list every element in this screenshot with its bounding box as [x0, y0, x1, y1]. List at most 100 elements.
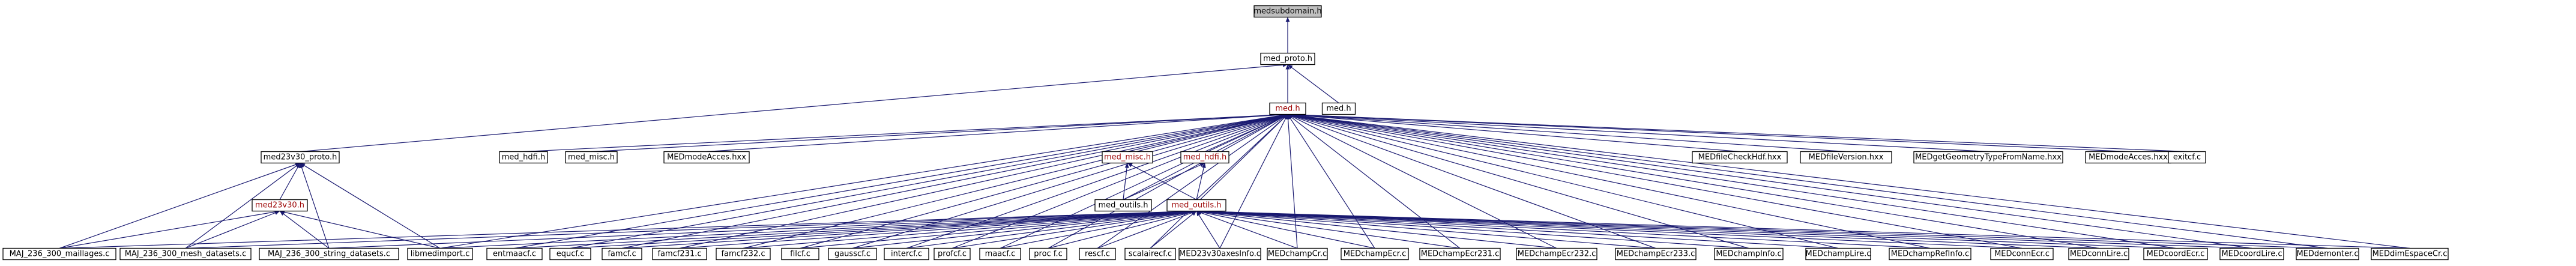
node-box	[259, 247, 399, 261]
node-med-outils-h[interactable]: med_outils.h	[1166, 199, 1226, 212]
node-exitcf-c[interactable]: exitcf.c	[2168, 151, 2206, 164]
node-intercf-c[interactable]: intercf.c	[884, 247, 929, 261]
node-MAJ-236-300-mesh-datasets-c[interactable]: MAJ_236_300_mesh_datasets.c	[119, 247, 252, 261]
node-MEDfileVersion-hxx[interactable]: MEDfileVersion.hxx	[1800, 151, 1892, 164]
node-MEDchampEcr233-c[interactable]: MEDchampEcr233.c	[1615, 247, 1697, 261]
node-med-hdfi-h2[interactable]: med_hdfi.h	[1180, 151, 1229, 164]
node-scalairecf-c[interactable]: scalairecf.c	[1124, 247, 1176, 261]
node-profcf-c2[interactable]: proc f.c	[1029, 247, 1067, 261]
node-MEDchampInfo-c[interactable]: MEDchampInfo.c	[1714, 247, 1784, 261]
edge-MEDfileVersion_hxx-to-med_h	[1287, 113, 1847, 153]
node-label: MEDchampEcr.c	[1344, 250, 1407, 259]
node-box	[781, 247, 819, 261]
node-gausscf-c[interactable]: gausscf.c	[828, 247, 877, 261]
node-MEDchampEcr-c[interactable]: MEDchampEcr.c	[1341, 247, 1409, 261]
node-box	[1889, 247, 1971, 261]
node-box	[1800, 151, 1892, 164]
node-MAJ-236-300-string-datasets-c[interactable]: MAJ_236_300_string_datasets.c	[259, 247, 399, 261]
graph-edges	[59, 17, 2410, 249]
edge-MEDchampEcr233_c-to-med_h	[1287, 113, 1656, 249]
edge-entmaacf_c-to-med_h	[514, 113, 1288, 249]
node-entmaacf-c[interactable]: entmaacf.c	[486, 247, 543, 261]
edge-MEDchampRefInfo_c-to-med_outils_h	[1196, 210, 1931, 249]
node-MEDconnEcr-c[interactable]: MEDconnEcr.c	[1990, 247, 2054, 261]
node-famcf232-c[interactable]: famcf232.c	[716, 247, 771, 261]
edge-med_misc_h-to-med_h	[591, 113, 1288, 153]
edge-MEDchampLire_c-to-med_h	[1287, 113, 1839, 249]
node-box	[1260, 52, 1315, 65]
node-MEDmodeAcces-hxx[interactable]: MEDmodeAcces.hxx	[663, 151, 750, 164]
node-MEDmodeAcces-hxx2[interactable]: MEDmodeAcces.hxx	[2085, 151, 2171, 164]
edge-filcf_c-to-med_outils_h	[800, 210, 1197, 249]
node-med-h-plain[interactable]: med.h	[1321, 102, 1356, 115]
edge	[1150, 211, 1197, 249]
node-med23v30-proto-h[interactable]: med23v30_proto.h	[261, 151, 340, 164]
edge-MAJ_236_300_maillages_c-to-med23v30_proto_h	[59, 162, 301, 249]
edge-famcf231_c-to-med_h	[679, 113, 1288, 249]
node-MEDchampEcr232-c[interactable]: MEDchampEcr232.c	[1516, 247, 1597, 261]
node-maacf-c[interactable]: maacf.c	[979, 247, 1021, 261]
node-box	[652, 247, 707, 261]
edge-MEDdimEspaceCr_c-to-med_outils_h	[1196, 210, 2410, 249]
node-MEDfileCheckHdf-hxx[interactable]: MEDfileCheckHdf.hxx	[1692, 151, 1788, 164]
edge-arrowhead	[300, 163, 306, 168]
edge	[185, 163, 301, 249]
node-box	[602, 247, 642, 261]
node-MED23v30axesInfo-c[interactable]: MED23v30axesInfo.c	[1178, 247, 1261, 261]
node-box	[1516, 247, 1597, 261]
node-med23v30-h[interactable]: med23v30.h	[252, 199, 308, 212]
node-MEDdimEspaceCr-c[interactable]: MEDdimEspaceCr.c	[2371, 247, 2449, 261]
node-med-proto-h[interactable]: med_proto.h	[1260, 52, 1315, 65]
edge-exitcf_c-to-med_h	[1287, 113, 2188, 153]
node-MEDchampRefInfo-c[interactable]: MEDchampRefInfo.c	[1889, 247, 1971, 261]
edge-arrowhead	[1191, 211, 1196, 216]
node-box	[549, 247, 591, 261]
node-MEDconnLire-c[interactable]: MEDconnLire.c	[2068, 247, 2129, 261]
node-famcf231-c[interactable]: famcf231.c	[652, 247, 707, 261]
node-label: med_outils.h	[1171, 201, 1221, 210]
edge-MEDchampRefInfo_c-to-med_h	[1287, 113, 1931, 249]
node-filcf-c[interactable]: filcf.c	[781, 247, 819, 261]
node-MEDcoordEcr-c[interactable]: MEDcoordEcr.c	[2143, 247, 2208, 261]
node-med-misc-h2[interactable]: med_misc.h	[1102, 151, 1153, 164]
edge-MAJ_236_300_maillages_c-to-med_outils_h	[59, 210, 1197, 249]
edge	[1285, 17, 1290, 53]
node-MEDchampCr-c[interactable]: MEDchampCr.c	[1267, 247, 1328, 261]
node-MEDgetGeometryTypeFromName-hxx[interactable]: MEDgetGeometryTypeFromName.hxx	[1913, 151, 2063, 164]
node-label: med23v30_proto.h	[264, 153, 337, 162]
edge-profcf_c-to-med_h	[952, 113, 1288, 249]
node-med-misc-h[interactable]: med_misc.h	[565, 151, 618, 164]
node-label: equcf.c	[557, 250, 585, 259]
edge-arrowhead	[1201, 163, 1206, 169]
node-MEDchampLire-c[interactable]: MEDchampLire.c	[1805, 247, 1871, 261]
edge	[1097, 114, 1288, 249]
node-label: MEDconnEcr.c	[1994, 250, 2050, 259]
node-label: MEDchampEcr231.c	[1421, 250, 1500, 259]
node-MEDchampEcr231-c[interactable]: MEDchampEcr231.c	[1419, 247, 1501, 261]
node-MEDcoordLire-c[interactable]: MEDcoordLire.c	[2219, 247, 2284, 261]
node-equcf-c[interactable]: equcf.c	[549, 247, 591, 261]
node-resc-f-c[interactable]: rescf.c	[1079, 247, 1116, 261]
node-box	[884, 247, 929, 261]
node-profcf-c[interactable]: profcf.c	[934, 247, 971, 261]
node-box	[119, 247, 252, 261]
node-med-h[interactable]: med.h	[1269, 102, 1306, 115]
node-famcf-c[interactable]: famcf.c	[602, 247, 642, 261]
edge-MEDgetGeometryTypeFromName_hxx-to-med_h	[1287, 113, 1989, 153]
edge-med_outils_h-to-med_h	[1196, 114, 1288, 200]
edge-filcf_c-to-med_h	[800, 113, 1288, 249]
edge-maacf_c-to-med_h	[1000, 113, 1288, 249]
node-box	[1166, 199, 1226, 212]
edge	[1123, 162, 1205, 201]
node-med-hdfi-h[interactable]: med_hdfi.h	[499, 151, 548, 164]
node-MAJ-236-300-maillages-c[interactable]: MAJ_236_300_maillages.c	[2, 247, 116, 261]
edge-arrowhead	[274, 211, 280, 215]
node-label: MAJ_236_300_string_datasets.c	[268, 250, 390, 259]
node-libmedimport-c[interactable]: libmedimport.c	[407, 247, 473, 261]
node-med-outils-h2[interactable]: med_outils.h	[1094, 199, 1152, 212]
edge	[1287, 64, 1339, 103]
node-label: famcf232.c	[721, 250, 765, 259]
node-box	[1714, 247, 1784, 261]
node-MEDdemonter-c[interactable]: MEDdemonter.c	[2296, 247, 2359, 261]
edge-MEDcoordEcr_c-to-med_outils_h	[1196, 210, 2176, 249]
